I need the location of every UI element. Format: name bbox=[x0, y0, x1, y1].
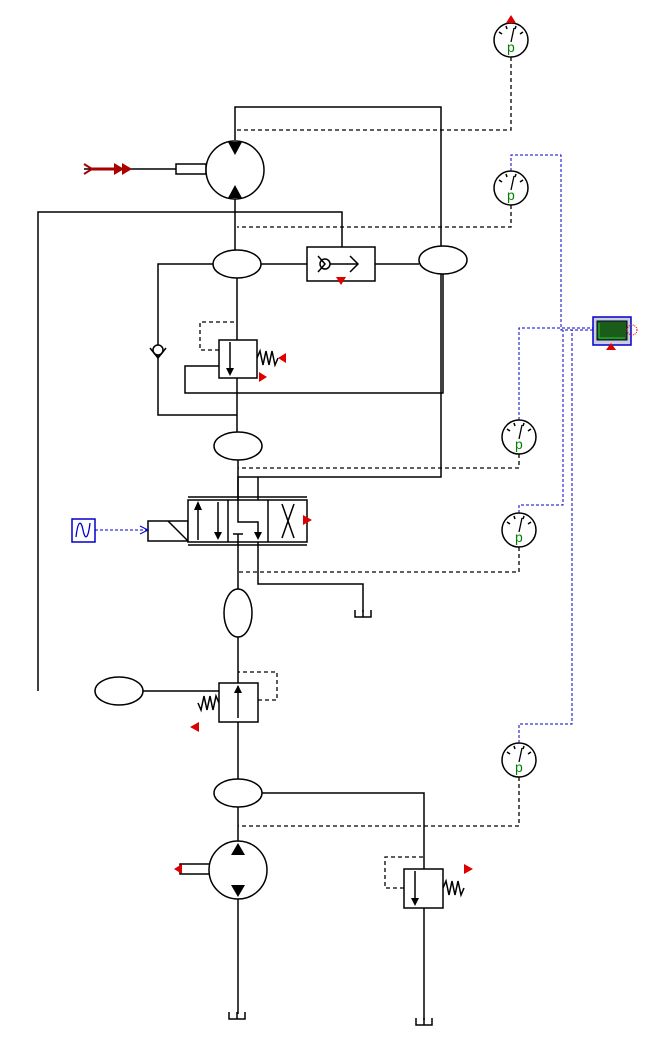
signal-lines bbox=[95, 154, 594, 743]
rotational-port-icon bbox=[83, 163, 132, 175]
pressure-gauge: p bbox=[493, 170, 529, 206]
gauge-label: p bbox=[515, 529, 523, 545]
pressure-gauge: p bbox=[501, 512, 537, 548]
gauge-label: p bbox=[515, 759, 523, 775]
sensor-lines bbox=[199, 57, 520, 889]
directional-control-valve[interactable] bbox=[147, 496, 312, 546]
volume bbox=[94, 676, 144, 706]
pressure-gauge: p bbox=[501, 419, 537, 455]
volume bbox=[223, 588, 253, 638]
shuttle-valve[interactable] bbox=[306, 246, 376, 285]
hydraulic-motor[interactable] bbox=[175, 140, 265, 200]
pipes bbox=[37, 106, 444, 1020]
volume bbox=[418, 245, 468, 275]
gauge-label: p bbox=[507, 39, 515, 55]
tank-icon bbox=[354, 610, 372, 618]
pressure-gauge: p bbox=[501, 742, 537, 778]
gauge-label: p bbox=[515, 436, 523, 452]
hydraulic-pump[interactable] bbox=[174, 840, 268, 900]
display-scope-icon[interactable] bbox=[592, 316, 638, 350]
pressure-relief-valve[interactable] bbox=[403, 864, 473, 909]
gauge-label: p bbox=[507, 187, 515, 203]
pressure-relief-valve[interactable] bbox=[190, 682, 259, 732]
tank-icon bbox=[415, 1018, 433, 1026]
volume bbox=[212, 249, 262, 279]
signal-source-icon[interactable] bbox=[71, 518, 150, 543]
volume bbox=[213, 778, 263, 808]
volume bbox=[213, 431, 263, 461]
tank-icon bbox=[228, 1012, 246, 1020]
pressure-relief-valve[interactable] bbox=[218, 339, 286, 382]
pressure-gauge: p bbox=[493, 15, 529, 58]
check-valve[interactable] bbox=[149, 344, 167, 360]
